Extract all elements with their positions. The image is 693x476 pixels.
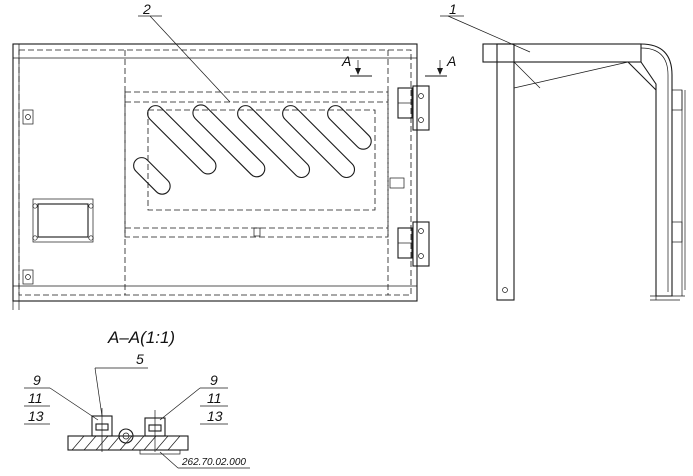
- right-stack-item-2: 11: [207, 390, 222, 406]
- left-stack-item-2: 11: [28, 390, 43, 406]
- hinge-upper: [397, 85, 430, 131]
- front-view: 2 A: [12, 1, 430, 310]
- left-stack-item-3: 13: [28, 408, 44, 424]
- callout-2-label: 2: [142, 1, 151, 17]
- right-stack-item-3: 13: [207, 408, 223, 424]
- left-stack-item-1: 9: [33, 372, 41, 388]
- callout-1-label: 1: [449, 1, 457, 17]
- section-marker-left: A: [341, 53, 351, 69]
- section-marker-right-group: A: [425, 53, 456, 77]
- callout-5-label: 5: [136, 351, 144, 367]
- right-stack-item-1: 9: [210, 372, 218, 388]
- section-marker-right: A: [446, 53, 456, 69]
- part-number-label: 262.70.02.000: [181, 457, 246, 468]
- section-title: A–A(1:1): [107, 328, 175, 347]
- section-detail: 5 9 11 13 9 11 13 262.70.02.000: [24, 351, 250, 469]
- hinge-lower: [397, 221, 430, 267]
- vent-slots: [133, 104, 376, 211]
- side-view: 1: [440, 1, 686, 301]
